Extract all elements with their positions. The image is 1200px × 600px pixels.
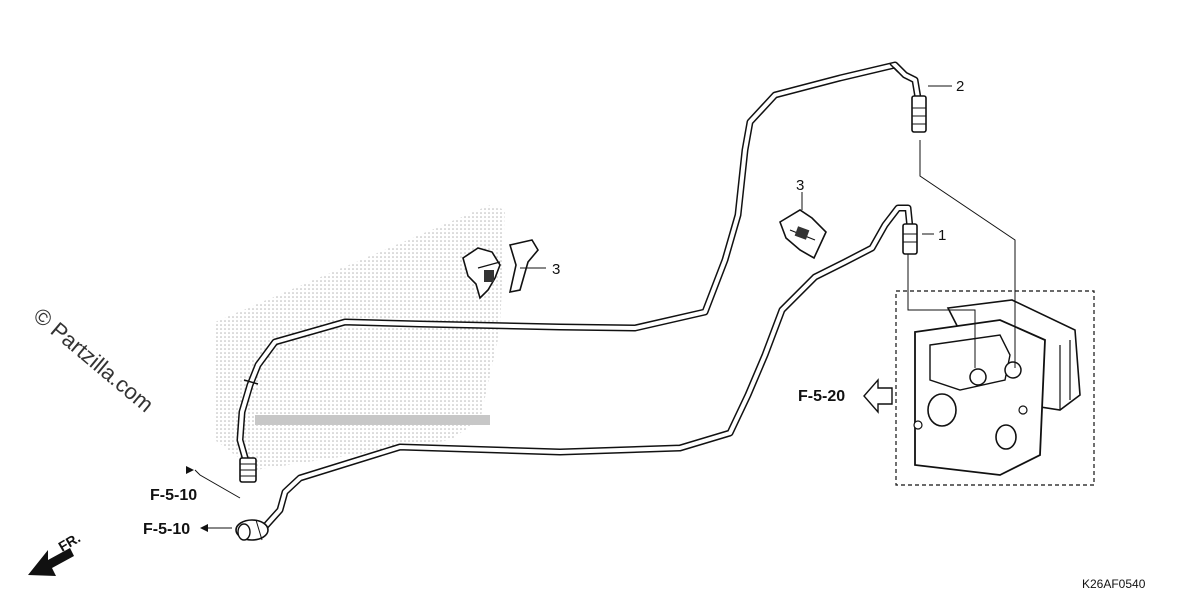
fitting-upper-left[interactable] xyxy=(239,457,257,483)
fitting-part-2[interactable] xyxy=(911,95,927,133)
pipe-clamp-middle[interactable] xyxy=(779,209,827,260)
ref-label-right: F-5-20 xyxy=(798,388,845,405)
watermark: © Partzilla.com xyxy=(29,303,159,417)
callout-part-2: 2 xyxy=(956,78,964,95)
abs-modulator-group[interactable] xyxy=(895,290,1095,486)
fitting-part-1[interactable] xyxy=(902,223,918,255)
leader-lines xyxy=(194,85,1016,529)
ref-arrow-right xyxy=(863,378,893,414)
front-direction-arrow xyxy=(28,548,74,576)
honda-wing-logo xyxy=(215,205,505,470)
front-direction-label: FR. xyxy=(56,529,84,554)
brake-pipe-lower[interactable] xyxy=(258,204,914,534)
fitting-lower-left[interactable] xyxy=(235,519,269,541)
pipe-clamp-left[interactable] xyxy=(462,239,539,300)
callout-part-3-middle: 3 xyxy=(796,177,804,194)
brake-pipe-upper[interactable] xyxy=(236,61,922,472)
ref-arrow-upper-left xyxy=(186,466,194,474)
callout-part-3-left: 3 xyxy=(552,261,560,278)
ref-label-upper-left: F-5-10 xyxy=(150,487,197,504)
ref-label-lower-left: F-5-10 xyxy=(143,521,190,538)
ref-arrow-lower-left xyxy=(200,524,208,532)
diagram-code: K26AF0540 xyxy=(1082,577,1146,591)
callout-part-1: 1 xyxy=(938,227,946,244)
